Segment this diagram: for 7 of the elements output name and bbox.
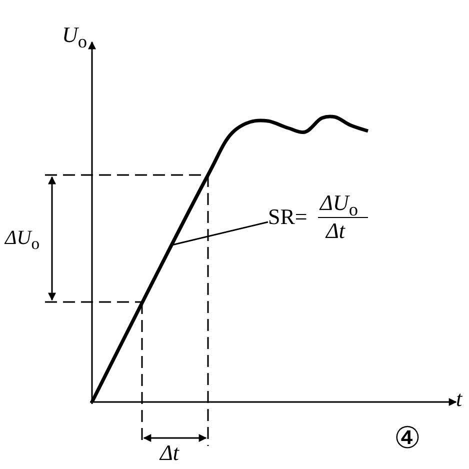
- dimension-label: Δt: [160, 442, 180, 464]
- output-voltage-curve: [90, 114, 368, 403]
- axis-label: t: [456, 388, 462, 410]
- dimension-label: ΔU$_{o}$: [3, 228, 41, 253]
- leader-line: [172, 221, 268, 246]
- figure-number: ④: [394, 424, 421, 454]
- axis-label: U$_{o}$: [62, 24, 88, 51]
